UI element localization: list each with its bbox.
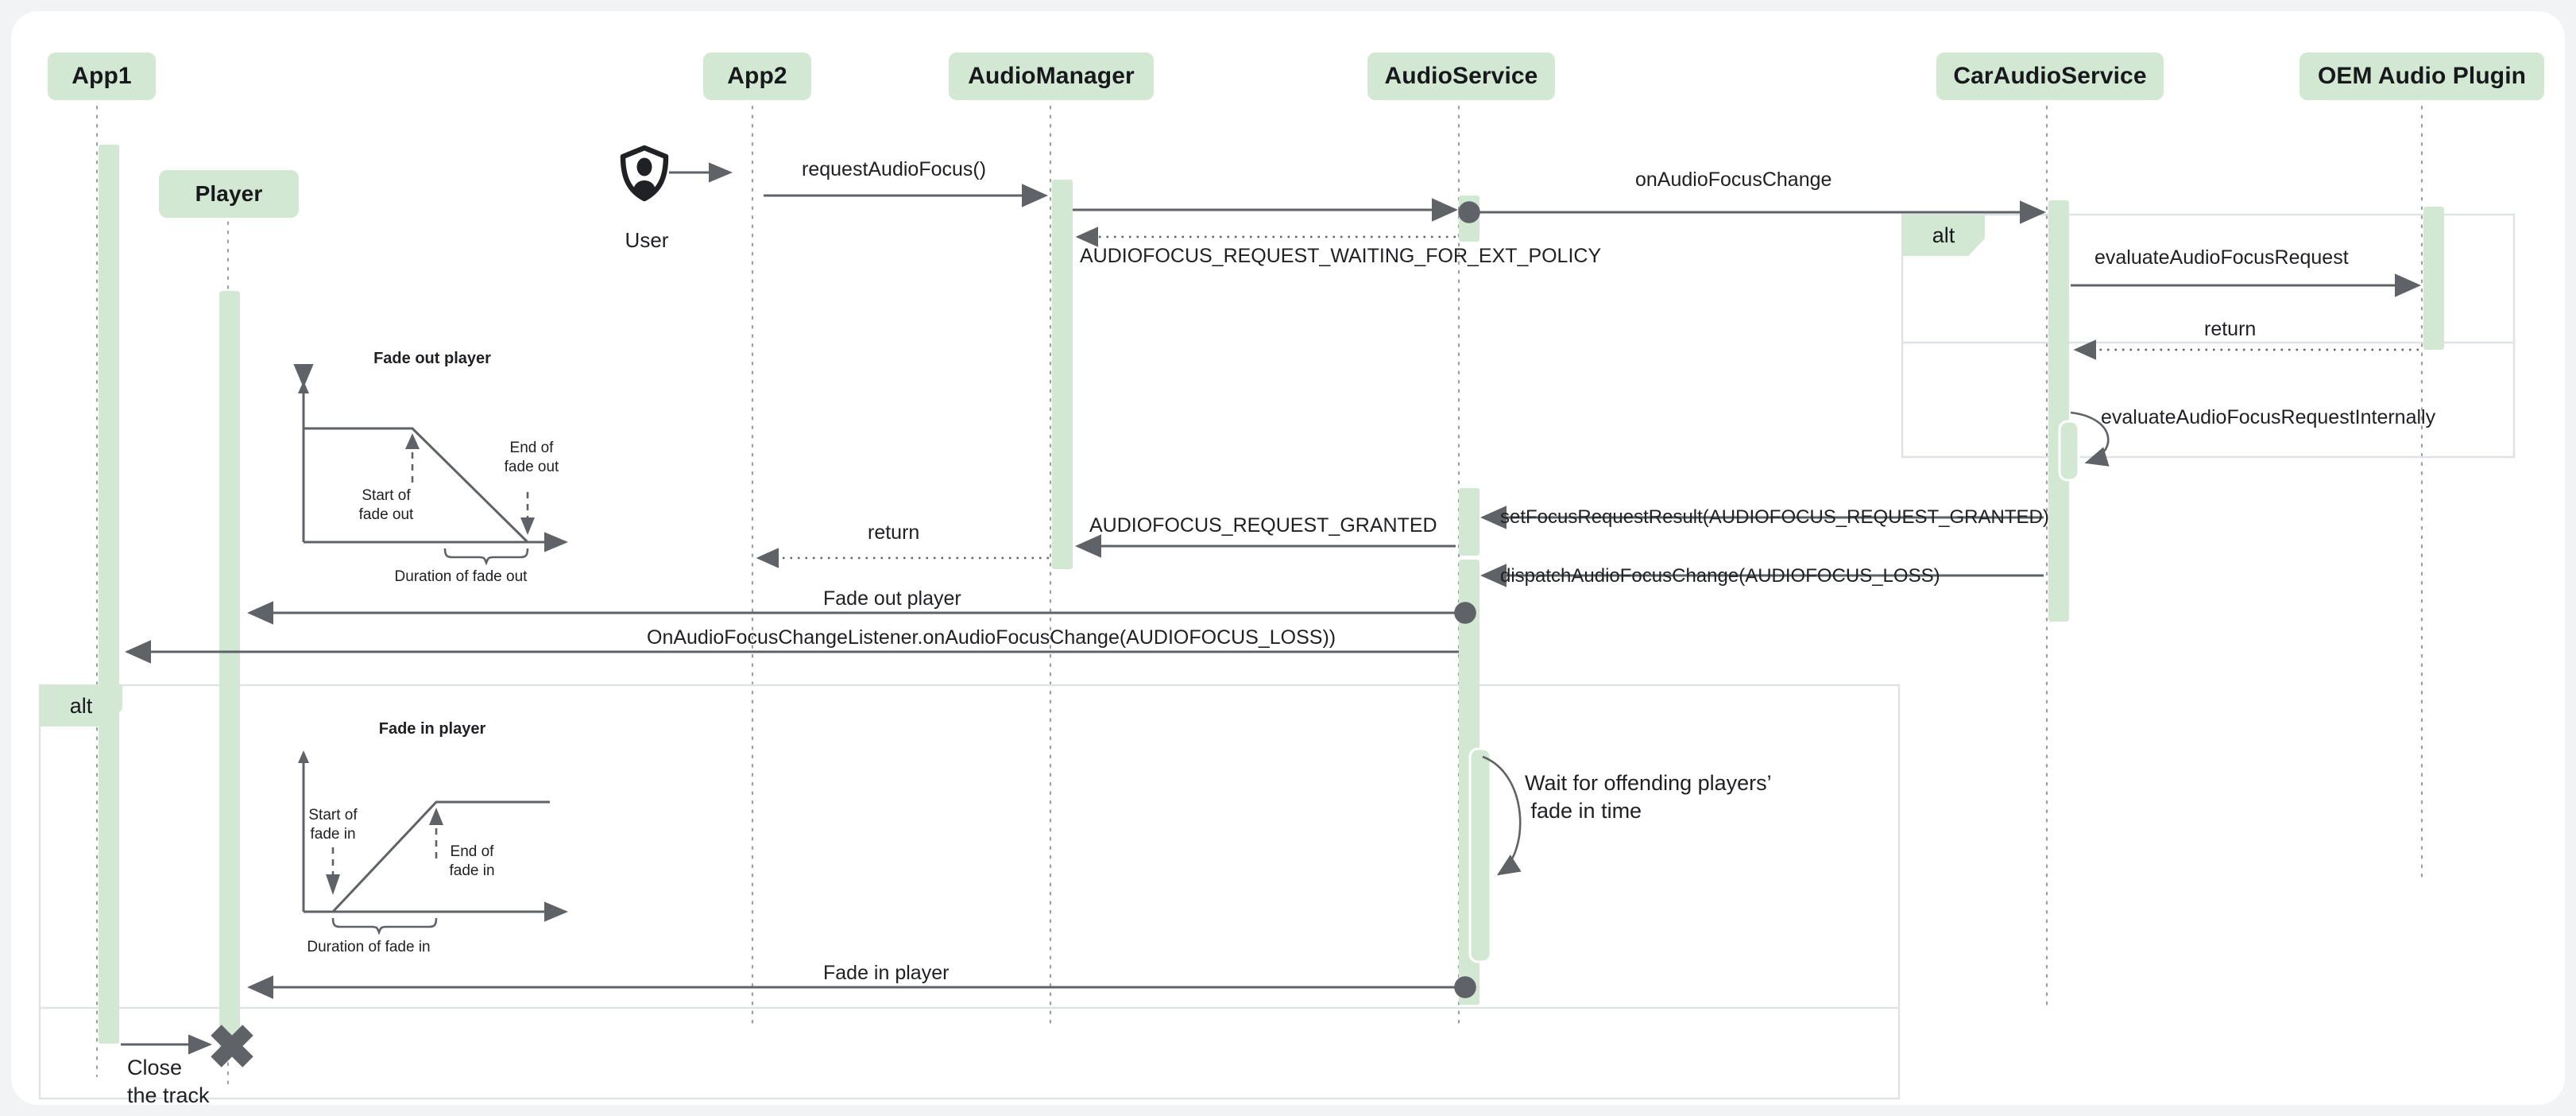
- activation-audiomanager: [1052, 180, 1073, 569]
- activation-audioservice-a: [1459, 196, 1479, 242]
- message-label-wait-fade-in: Wait for offending players’ fade in time: [1525, 771, 1772, 823]
- activation-audioservice-b: [1459, 488, 1479, 556]
- participant-oemplugin-label: OEM Audio Plugin: [2317, 63, 2527, 89]
- participant-player-label: Player: [195, 181, 263, 206]
- fade-out-annotation-duration: Duration of fade out: [394, 568, 528, 585]
- diagram-canvas: App1 Player App2 AudioManager AudioServi…: [11, 11, 2565, 1105]
- message-arrows: [121, 162, 2421, 1055]
- arrow-wait-fade-in-self: [1482, 755, 1522, 876]
- participant-caraudioservice[interactable]: CarAudioService: [1936, 52, 2164, 100]
- participant-audioservice[interactable]: AudioService: [1367, 52, 1555, 100]
- message-label-oem-return: return: [2204, 318, 2257, 340]
- activation-bars: [99, 145, 2444, 1054]
- activation-caraudioservice-nested: [2058, 420, 2080, 482]
- activation-caraudioservice: [2048, 200, 2069, 622]
- user-shield-icon: [620, 145, 669, 202]
- activation-oemplugin: [2423, 207, 2444, 350]
- participant-app1-label: App1: [72, 63, 132, 89]
- fragment-alt-right-label-box: alt: [1902, 215, 1985, 256]
- participant-app1[interactable]: App1: [48, 52, 156, 100]
- fragment-alt-left: [38, 684, 1901, 1100]
- message-label-requestaudiofocus: requestAudioFocus(): [802, 158, 987, 180]
- participant-player[interactable]: Player: [159, 170, 299, 218]
- fade-in-annotation-start: Start of fade in: [308, 807, 358, 843]
- message-label-waiting-for-ext-policy: AUDIOFOCUS_REQUEST_WAITING_FOR_EXT_POLIC…: [1080, 245, 1602, 267]
- fade-in-chart-title: Fade in player: [378, 720, 486, 738]
- fragment-alt-right-label: alt: [1932, 223, 1955, 247]
- message-label-audiofocus-request-granted: AUDIOFOCUS_REQUEST_GRANTED: [1089, 514, 1437, 537]
- message-label-onaudiofocuschangelistener: OnAudioFocusChangeListener.onAudioFocusC…: [647, 626, 1336, 649]
- participant-audioservice-label: AudioService: [1384, 63, 1538, 89]
- activation-audioservice-c: [1459, 560, 1479, 1005]
- user-actor-label: User: [625, 228, 669, 252]
- participant-audiomanager[interactable]: AudioManager: [949, 52, 1154, 100]
- message-label-setfocusrequestresult: setFocusRequestResult(AUDIOFOCUS_REQUEST…: [1500, 506, 2049, 528]
- activation-player: [219, 291, 240, 1054]
- message-label-evaluate-internally: evaluateAudioFocusRequestInternally: [2101, 406, 2436, 428]
- fade-in-annotation-end: End of fade in: [449, 843, 495, 879]
- destroy-x-icon: [211, 1025, 253, 1068]
- fade-in-annotation-duration: Duration of fade in: [307, 939, 431, 955]
- message-label-dispatchaudiofocuschange: dispatchAudioFocusChange(AUDIOFOCUS_LOSS…: [1500, 565, 1940, 587]
- fragment-frames: [38, 213, 2516, 1100]
- participant-audiomanager-label: AudioManager: [968, 63, 1135, 89]
- fade-out-annotation-end: End of fade out: [504, 440, 559, 475]
- message-label-onaudiofocuschange: onAudioFocusChange: [1635, 169, 1832, 191]
- activation-app1: [99, 145, 119, 1044]
- fade-out-annotation-start: Start of fade out: [358, 487, 414, 523]
- message-label-fade-out-player: Fade out player: [823, 587, 961, 610]
- activation-audioservice-nested: [1468, 747, 1492, 963]
- message-label-close-the-track: Close the track: [127, 1056, 210, 1105]
- participant-oemplugin[interactable]: OEM Audio Plugin: [2299, 52, 2544, 100]
- message-label-evaluateaudiofocusrequest: evaluateAudioFocusRequest: [2094, 246, 2349, 269]
- fragment-alt-left-label-box: alt: [40, 685, 122, 727]
- message-label-fade-in-player: Fade in player: [823, 962, 950, 984]
- participant-app2-label: App2: [727, 63, 787, 89]
- participant-caraudioservice-label: CarAudioService: [1953, 63, 2147, 89]
- fragment-alt-left-label: alt: [69, 693, 93, 718]
- participant-app2[interactable]: App2: [703, 52, 811, 100]
- fade-out-chart-title: Fade out player: [373, 350, 491, 367]
- message-label-manager-return: return: [868, 521, 920, 544]
